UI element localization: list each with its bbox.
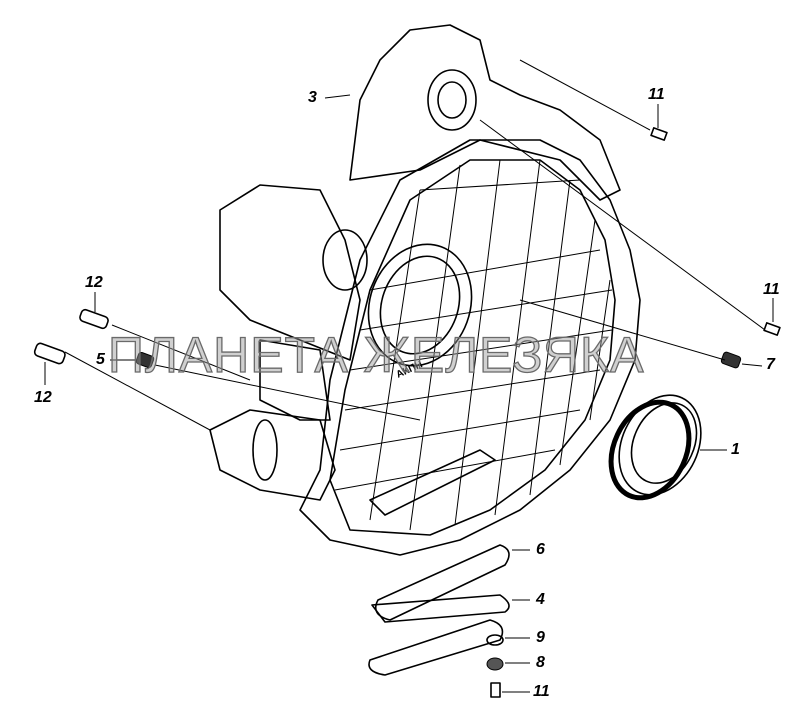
plug-5: [135, 351, 155, 369]
callout-12-top: 12: [85, 274, 103, 291]
callout-3: 3: [308, 89, 317, 106]
gear-housing-top: [349, 24, 621, 201]
stud-12-top: [79, 308, 109, 330]
callout-11-top: 11: [648, 86, 665, 103]
rear-oil-seal: [608, 394, 702, 501]
small-fasteners: [33, 127, 781, 698]
callout-11-bottom: 11: [533, 683, 550, 700]
stud-11-right: [763, 322, 781, 336]
nut-8: [486, 657, 504, 671]
cover-plate-4: [371, 594, 510, 623]
stud-11-top: [650, 127, 668, 141]
stud-12-bottom: [33, 342, 66, 365]
gasket-6: [374, 544, 510, 621]
callout-6: 6: [536, 541, 545, 558]
callout-5: 5: [96, 351, 105, 368]
cover-plate: [368, 619, 504, 676]
watermark: ПЛАНЕТА ЖЕЛЕЗЯКА: [107, 326, 645, 383]
flywheel-housing: АКПН: [209, 24, 641, 556]
callout-1: 1: [731, 441, 740, 458]
leader-lines: [44, 59, 774, 693]
starter-mount: [219, 184, 361, 361]
callout-9: 9: [536, 629, 545, 646]
callout-8: 8: [536, 654, 545, 671]
callout-7: 7: [766, 356, 775, 373]
callout-12-bottom: 12: [34, 389, 52, 406]
callout-4: 4: [536, 591, 545, 608]
callout-11-right: 11: [763, 281, 780, 298]
stud-11-bottom: [490, 682, 501, 698]
crankshaft-bore: [367, 243, 473, 367]
washer-9: [486, 634, 504, 646]
plug-7: [720, 351, 742, 369]
